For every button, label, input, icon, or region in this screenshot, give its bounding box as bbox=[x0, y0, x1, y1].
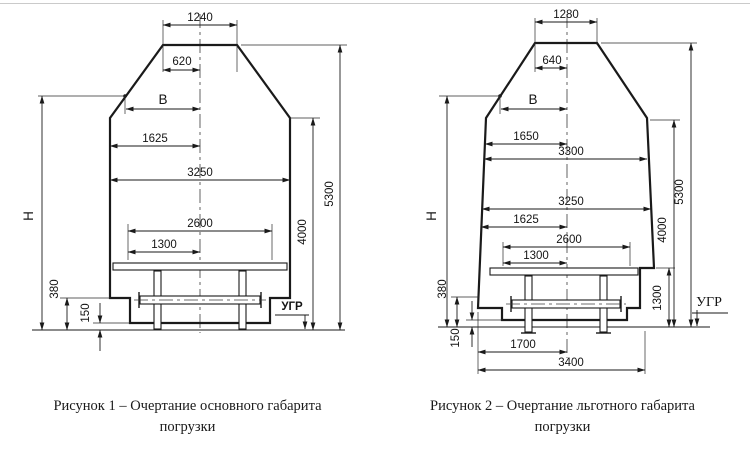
dim-top-width: 1280 bbox=[534, 9, 598, 72]
dim-label-side-height: 4000 bbox=[657, 217, 669, 243]
dim-bottom-half-width: 1700 bbox=[477, 312, 568, 357]
dim-bottom-width: 3400 bbox=[477, 331, 646, 374]
dim-label-mid-width: 3250 bbox=[558, 196, 584, 208]
figure2-caption-line2: погрузки bbox=[534, 419, 591, 435]
dim-ledge-height: 380 bbox=[49, 279, 110, 331]
dim-label-side-height: 4000 bbox=[297, 219, 309, 245]
figures-row: 1240 620 В 1625 3250 2600 13 bbox=[21, 9, 728, 374]
dim-b-width: В bbox=[123, 92, 201, 114]
figure1-drawing: 1240 620 В 1625 3250 2600 13 bbox=[21, 12, 347, 351]
dim-upper-half-width: 1650 bbox=[484, 131, 568, 147]
dim-label-height-var: Н bbox=[424, 211, 439, 221]
dim-mid-width: 3250 bbox=[481, 196, 652, 212]
dim-skirt-clearance: 150 bbox=[80, 303, 130, 351]
dim-label-height-var: Н bbox=[21, 211, 36, 221]
dim-label-platform-half-width: 1300 bbox=[523, 250, 549, 262]
dim-ledge-height: 380 bbox=[437, 279, 479, 328]
dim-label-upper-width: 3300 bbox=[558, 146, 584, 158]
gauge-outline bbox=[108, 43, 292, 325]
figure2-caption: Рисунок 2 – Очертание льготного габарита… bbox=[375, 396, 750, 438]
gauge-outline bbox=[476, 41, 656, 322]
dim-label-top-half-width: 640 bbox=[542, 55, 561, 67]
dim-label-mid-half-width: 1625 bbox=[513, 214, 539, 226]
dim-mid-half-width: 1625 bbox=[480, 214, 568, 230]
dim-total-height: 5300 bbox=[601, 42, 697, 328]
dim-label-step-height: 1300 bbox=[652, 285, 664, 311]
figure2-drawing: 1280 640 В 1650 3300 3250 1625 bbox=[424, 9, 728, 374]
dim-label-top-half-width: 620 bbox=[172, 56, 191, 68]
dim-label-top-width: 1280 bbox=[553, 9, 579, 21]
dim-side-height: 4000 bbox=[290, 117, 320, 331]
figure1-caption-line1: Рисунок 1 – Очертание основного габарита bbox=[53, 398, 322, 414]
dim-full-width: 3250 bbox=[109, 167, 291, 183]
dim-top-half-width: 620 bbox=[162, 56, 201, 73]
dim-label-bottom-width: 3400 bbox=[558, 357, 584, 369]
dim-platform-half-width: 1300 bbox=[502, 250, 568, 266]
wagon-floor bbox=[489, 267, 639, 276]
dim-skirt-clearance: 150 bbox=[450, 301, 502, 348]
dim-label-platform-width: 2600 bbox=[187, 218, 213, 230]
dim-height-var: Н bbox=[424, 95, 500, 328]
figure1-caption-line2: погрузки bbox=[159, 419, 216, 435]
dim-label-platform-width: 2600 bbox=[556, 234, 582, 246]
dim-label-platform-half-width: 1300 bbox=[151, 239, 177, 251]
dim-platform-width: 2600 bbox=[502, 234, 631, 266]
dim-mid-half-width: 1625 bbox=[109, 133, 201, 149]
dim-step-height: 1300 bbox=[652, 267, 675, 328]
dim-top-width: 1240 bbox=[162, 12, 238, 72]
wagon-floor bbox=[112, 262, 288, 271]
axle bbox=[506, 296, 626, 312]
dim-platform-width: 2600 bbox=[127, 218, 273, 260]
ugr-label: УГР bbox=[696, 295, 722, 310]
dim-b-width: В bbox=[498, 92, 568, 114]
dim-height-var: Н bbox=[21, 95, 125, 331]
dim-label-upper-half-width: 1650 bbox=[513, 131, 539, 143]
dim-label-top-width: 1240 bbox=[187, 12, 213, 24]
dim-label-ledge-height: 380 bbox=[437, 279, 449, 298]
dim-label-total-height: 5300 bbox=[674, 179, 686, 205]
dim-label-total-height: 5300 bbox=[324, 181, 336, 207]
figure1-caption: Рисунок 1 – Очертание основного габарита… bbox=[0, 396, 375, 438]
dim-upper-width: 3300 bbox=[483, 146, 648, 162]
dim-label-skirt-clearance: 150 bbox=[450, 328, 462, 347]
ugr-label: УГР bbox=[281, 301, 303, 313]
dim-label-bottom-half-width: 1700 bbox=[510, 339, 536, 351]
rail-level-label: УГР bbox=[692, 295, 728, 327]
dim-label-b-width: В bbox=[158, 92, 167, 107]
rail-level-label: УГР bbox=[275, 301, 309, 330]
dim-label-full-width: 3250 bbox=[187, 167, 213, 179]
dim-top-half-width: 640 bbox=[534, 55, 568, 71]
captions-row: Рисунок 1 – Очертание основного габарита… bbox=[0, 396, 750, 438]
dim-label-skirt-clearance: 150 bbox=[80, 303, 92, 322]
axle bbox=[134, 292, 266, 308]
dim-total-height: 5300 bbox=[241, 44, 347, 331]
dim-label-ledge-height: 380 bbox=[49, 279, 61, 298]
page-top-border bbox=[0, 3, 750, 4]
dim-label-mid-half-width: 1625 bbox=[142, 133, 168, 145]
dim-label-b-width: В bbox=[528, 92, 537, 107]
dim-platform-half-width: 1300 bbox=[127, 239, 201, 255]
figure2-caption-line1: Рисунок 2 – Очертание льготного габарита bbox=[430, 398, 695, 414]
dim-side-height: 4000 bbox=[650, 119, 680, 328]
